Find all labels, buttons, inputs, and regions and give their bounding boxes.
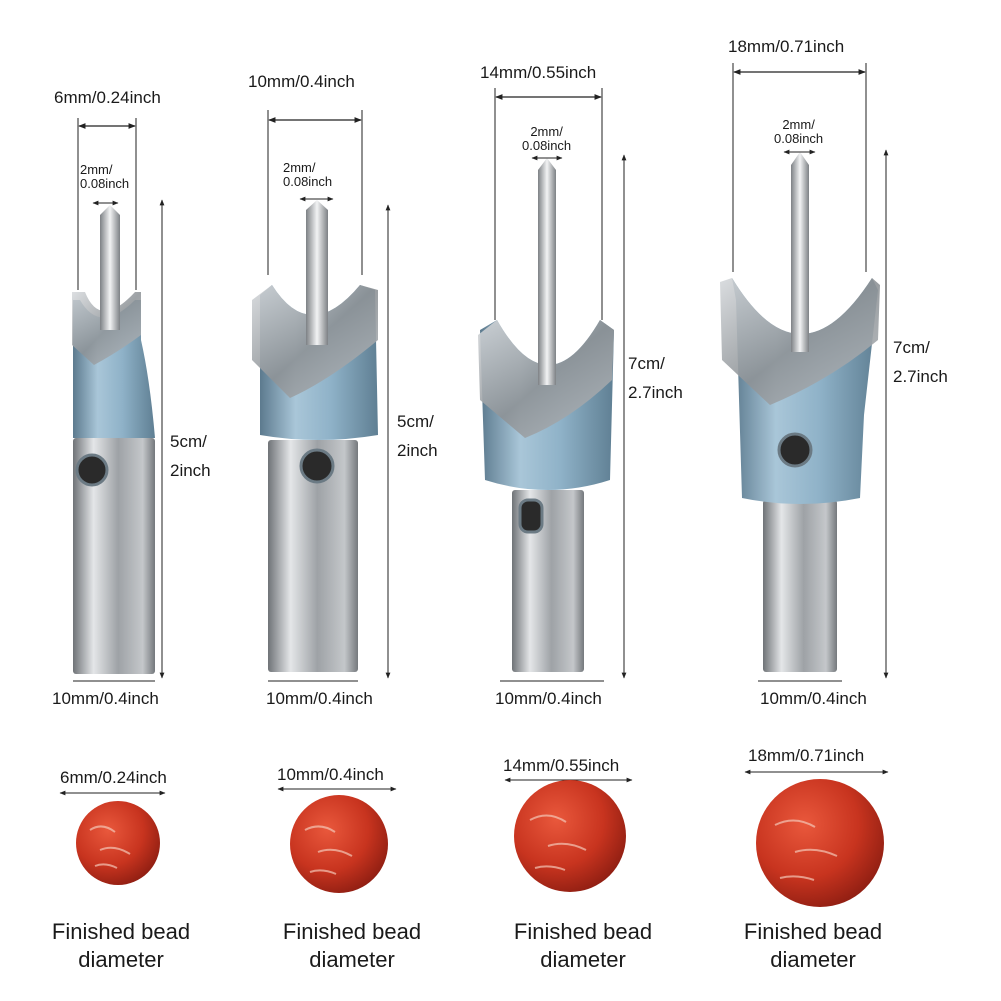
cutter-width-label: 14mm/0.55inch — [480, 63, 597, 82]
wood-grain — [774, 819, 838, 881]
shank-diameter-label: 10mm/0.4inch — [495, 689, 602, 708]
shank-diameter-label: 10mm/0.4inch — [760, 689, 867, 708]
pilot-drill-label: 2mm/ 0.08inch — [522, 125, 571, 152]
shank-diameter-label: 10mm/0.4inch — [52, 689, 159, 708]
pilot-drill-line2: 0.08inch — [774, 130, 824, 146]
pilot-drill — [538, 158, 556, 385]
wood-grain — [89, 825, 131, 869]
shank-diameter-label: 10mm/0.4inch — [266, 689, 373, 708]
wood-grain — [304, 825, 353, 875]
shank — [73, 438, 155, 674]
set-screw — [299, 448, 335, 484]
caption-line2: diameter — [78, 947, 164, 972]
router-bit-1 — [72, 118, 165, 682]
bead-ball — [514, 780, 626, 892]
cutter-width-label: 6mm/0.24inch — [54, 88, 161, 107]
pilot-drill — [791, 152, 809, 352]
pilot-drill-label: 2mm/ 0.08inch — [80, 163, 129, 190]
finished-bead-caption: Finished bead diameter — [252, 918, 452, 974]
bead-3 — [504, 777, 633, 892]
bead-4 — [744, 769, 889, 907]
caption-line2: diameter — [540, 947, 626, 972]
caption-line1: Finished bead — [513, 919, 653, 944]
shank — [512, 490, 584, 672]
pilot-drill-line2: 0.08inch — [522, 137, 572, 153]
bead-2 — [277, 786, 397, 893]
cutter-width-label: 10mm/0.4inch — [248, 72, 355, 91]
router-bit-3 — [478, 88, 627, 682]
pilot-drill-line2: 0.08inch — [283, 173, 333, 189]
shank — [763, 500, 837, 672]
set-screw — [777, 432, 813, 468]
length-label: 7cm/ 2.7inch — [628, 349, 683, 407]
length-line1: 5cm/ — [397, 412, 434, 431]
set-screw — [75, 453, 109, 487]
length-label: 5cm/ 2inch — [397, 407, 438, 465]
shank — [268, 440, 358, 672]
wood-grain — [529, 814, 587, 871]
pilot-drill-label: 2mm/ 0.08inch — [774, 118, 823, 145]
bead-ball — [290, 795, 388, 893]
length-line1: 5cm/ — [170, 432, 207, 451]
caption-line2: diameter — [770, 947, 856, 972]
length-line2: 2.7inch — [893, 367, 948, 386]
bead-diameter-label: 6mm/0.24inch — [60, 768, 167, 787]
bead-ball — [76, 801, 160, 885]
length-line1: 7cm/ — [628, 354, 665, 373]
length-label: 7cm/ 2.7inch — [893, 333, 948, 391]
finished-bead-caption: Finished bead diameter — [483, 918, 683, 974]
pilot-drill — [306, 200, 328, 345]
router-bit-4 — [720, 63, 889, 682]
length-line2: 2.7inch — [628, 383, 683, 402]
length-label: 5cm/ 2inch — [170, 427, 211, 485]
caption-line1: Finished bead — [282, 919, 422, 944]
finished-bead-caption: Finished bead diameter — [21, 918, 221, 974]
bead-1 — [59, 790, 166, 885]
length-line2: 2inch — [170, 461, 211, 480]
bead-diameter-label: 18mm/0.71inch — [748, 746, 865, 765]
bead-diameter-label: 14mm/0.55inch — [503, 756, 620, 775]
cutter-width-label: 18mm/0.71inch — [728, 37, 845, 56]
finished-bead-caption: Finished bead diameter — [713, 918, 913, 974]
length-line2: 2inch — [397, 441, 438, 460]
bead-diameter-label: 10mm/0.4inch — [277, 765, 384, 784]
bead-ball — [756, 779, 884, 907]
pilot-drill-line2: 0.08inch — [80, 175, 130, 191]
length-line1: 7cm/ — [893, 338, 930, 357]
caption-line2: diameter — [309, 947, 395, 972]
pilot-drill-label: 2mm/ 0.08inch — [283, 161, 332, 188]
router-bit-2 — [252, 110, 391, 682]
pilot-drill-line1: 2mm/ — [283, 160, 316, 175]
caption-line1: Finished bead — [743, 919, 883, 944]
set-screw — [518, 498, 544, 534]
pilot-drill — [100, 205, 120, 330]
pilot-drill-line1: 2mm/ — [80, 162, 113, 177]
pilot-drill-line1: 2mm/ — [782, 117, 815, 132]
caption-line1: Finished bead — [51, 919, 191, 944]
pilot-drill-line1: 2mm/ — [530, 124, 563, 139]
